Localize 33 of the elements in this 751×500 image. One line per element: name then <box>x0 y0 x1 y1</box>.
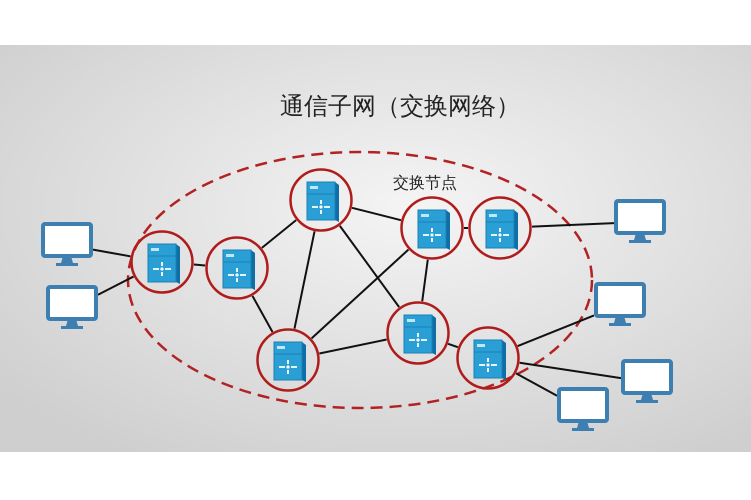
connection-line <box>339 225 400 308</box>
connection-line <box>98 276 134 296</box>
diagram-title: 通信子网（交换网络） <box>279 91 521 122</box>
connection-line <box>517 314 594 347</box>
monitor-icon <box>614 199 666 245</box>
switch-node <box>289 168 353 232</box>
switch-node <box>400 196 464 260</box>
node-type-label: 交换节点 <box>393 173 457 194</box>
connection-line <box>352 206 402 222</box>
connection-line <box>421 260 429 302</box>
monitor-icon <box>594 282 646 328</box>
monitor-icon <box>557 387 609 433</box>
connection-line <box>252 296 274 332</box>
connection-line <box>293 231 316 329</box>
connection-line <box>519 362 622 380</box>
connection-line <box>310 248 410 340</box>
connection-line <box>92 248 131 258</box>
switch-node <box>256 328 320 392</box>
connection-line <box>464 227 468 229</box>
switch-node <box>456 326 520 390</box>
switch-node <box>130 230 194 294</box>
monitor-icon <box>41 222 93 268</box>
switch-node <box>468 196 532 260</box>
switch-node <box>205 236 269 300</box>
connection-line <box>194 264 206 266</box>
monitor-icon <box>46 285 98 331</box>
connection-line <box>532 222 614 228</box>
switch-node <box>386 301 450 365</box>
connection-line <box>516 372 558 397</box>
connection-line <box>319 338 387 354</box>
connection-line <box>261 219 297 249</box>
monitor-icon <box>621 359 673 405</box>
connection-line <box>448 342 458 348</box>
